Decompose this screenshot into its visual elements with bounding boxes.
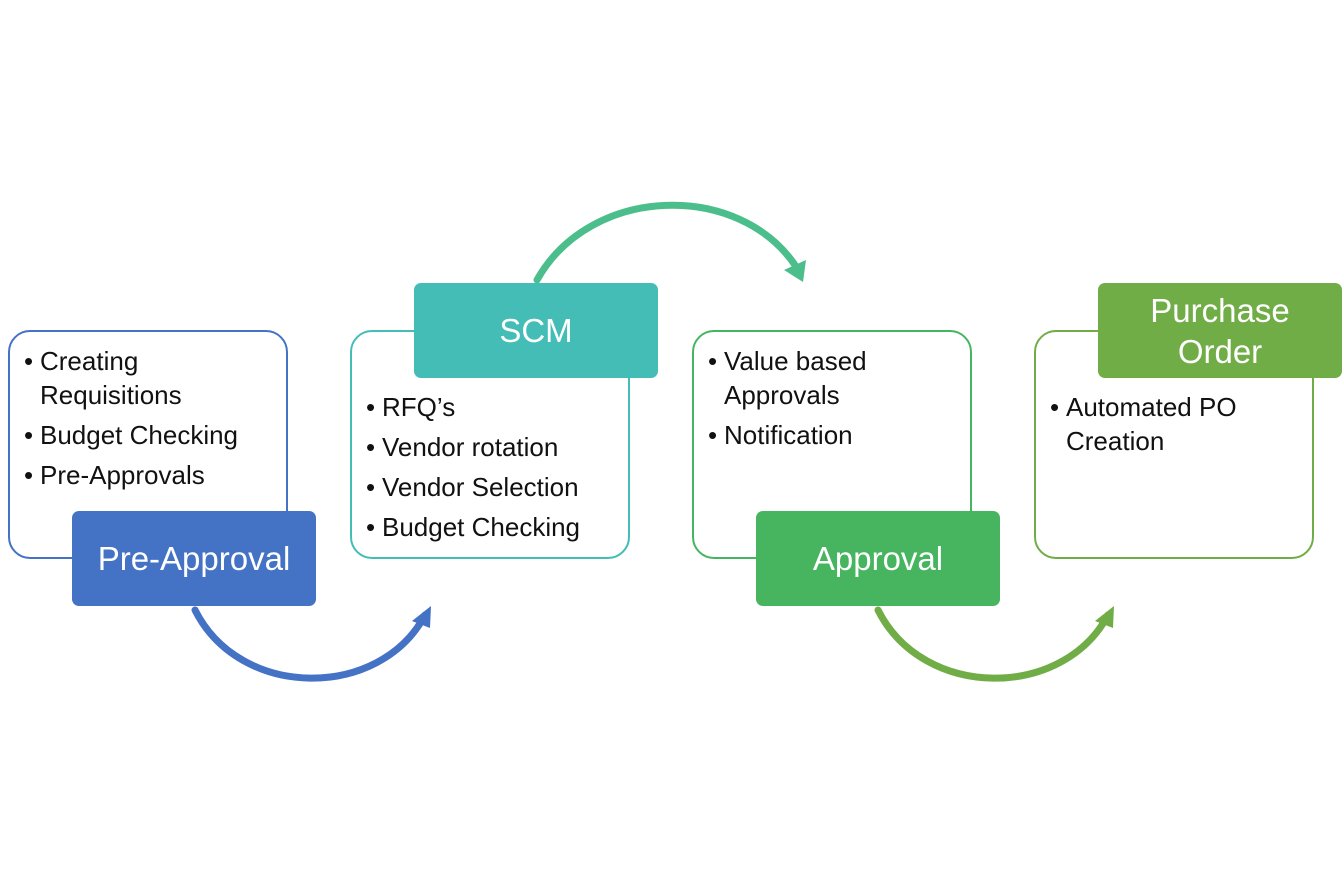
list-item: • Vendor Selection: [366, 472, 579, 502]
approval-to-po-arrowhead: [1095, 606, 1114, 628]
list-item: • Pre-Approvals: [24, 460, 205, 490]
bullet: •: [708, 420, 718, 450]
list-item: • Budget Checking: [24, 420, 239, 450]
bullet: •: [1050, 392, 1060, 422]
pre-approval-to-scm-arrow: [191, 606, 429, 682]
approval-label: Approval: [756, 511, 1000, 606]
bullet: •: [366, 432, 376, 462]
bullet: •: [366, 512, 376, 542]
bullet: •: [24, 460, 34, 490]
pre-approval-to-scm-arrowhead: [412, 606, 431, 628]
bullet: •: [24, 420, 34, 450]
list-item: • Automated PO Creation: [1050, 392, 1237, 456]
bullet: •: [366, 392, 376, 422]
bullet: •: [366, 472, 376, 502]
list-item: • Value based Approvals: [708, 346, 867, 410]
scm-to-approval-arrow: [533, 201, 801, 284]
list-item: • Creating Requisitions: [24, 346, 182, 410]
scm-label: SCM: [414, 283, 658, 378]
bullet: •: [708, 346, 718, 376]
purchase-order-list: • Automated PO Creation: [1050, 390, 1302, 458]
list-item: • RFQ’s: [366, 392, 456, 422]
pre-approval-label: Pre-Approval: [72, 511, 316, 606]
pre-approval-list: • Creating Requisitions • Budget Checkin…: [24, 344, 276, 492]
scm-list: • RFQ’s • Vendor rotation • Vendor Selec…: [366, 390, 618, 544]
approval-list: • Value based Approvals • Notification: [708, 344, 960, 452]
list-item: • Vendor rotation: [366, 432, 559, 462]
scm-to-approval-arrowhead: [784, 260, 806, 282]
bullet: •: [24, 346, 34, 376]
purchase-order-label: Purchase Order: [1098, 283, 1342, 378]
list-item: • Budget Checking: [366, 512, 581, 542]
approval-to-po-arrow: [874, 606, 1112, 682]
list-item: • Notification: [708, 420, 853, 450]
